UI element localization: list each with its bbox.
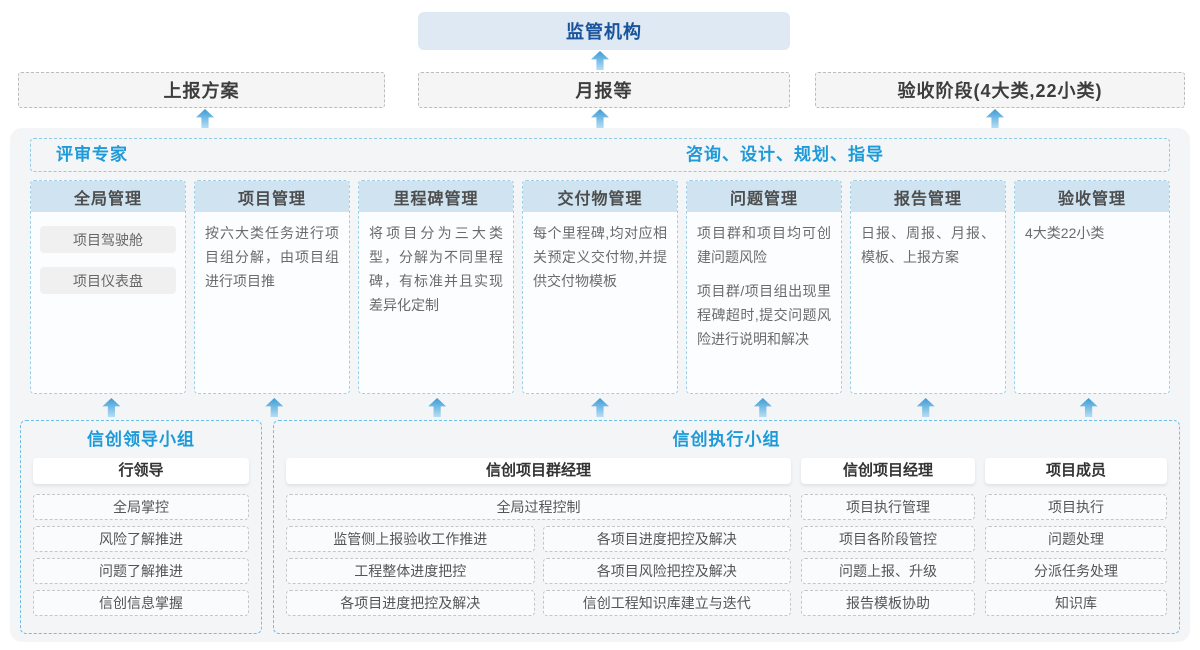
- column-description: 按六大类任务进行项目组分解，由项目组进行项目推: [205, 225, 339, 290]
- exec-group: 信创执行小组 信创项目群经理 全局过程控制 监管侧上报验收工作推进 工程整体进度…: [273, 420, 1180, 634]
- column-description: 4大类22小类: [1025, 225, 1105, 241]
- up-arrow-icon: [986, 109, 1004, 128]
- column-description: 日报、周报、月报、模板、上报方案: [861, 225, 995, 266]
- module-pill: 项目驾驶舱: [40, 226, 176, 253]
- column-description: 将项目分为三大类型，分解为不同里程碑，有标准并且实现差异化定制: [369, 225, 503, 314]
- up-arrow-icon: [1079, 398, 1098, 417]
- member-section: 项目成员 项目执行 问题处理 分派任务处理 知识库: [985, 458, 1167, 616]
- pm-item: 项目各阶段管控: [801, 526, 975, 552]
- pgm-item-columns: 监管侧上报验收工作推进 工程整体进度把控 各项目进度把控及解决 各项目进度把控及…: [286, 526, 791, 616]
- pgm-item: 工程整体进度把控: [286, 558, 535, 584]
- column-arrows: [30, 398, 1170, 417]
- pgm-left-column: 监管侧上报验收工作推进 工程整体进度把控 各项目进度把控及解决: [286, 526, 535, 616]
- leader-item: 风险了解推进: [33, 526, 249, 552]
- up-arrow-icon: [591, 109, 609, 128]
- pm-item: 项目执行管理: [801, 494, 975, 520]
- pgm-item: 信创工程知识库建立与迭代: [542, 590, 791, 616]
- pm-item: 报告模板协助: [801, 590, 975, 616]
- column-report-management: 报告管理 日报、周报、月报、模板、上报方案: [850, 180, 1006, 394]
- pgm-item: 各项目风险把控及解决: [542, 558, 791, 584]
- up-arrow-icon: [590, 398, 609, 417]
- column-title: 验收管理: [1015, 181, 1169, 212]
- column-global-management: 全局管理 项目驾驶舱 项目仪表盘: [30, 180, 186, 394]
- up-arrow-icon: [591, 51, 609, 70]
- column-title: 项目管理: [195, 181, 349, 212]
- leader-group: 信创领导小组 行领导 全局掌控 风险了解推进 问题了解推进 信创信息掌握: [20, 420, 262, 634]
- acceptance-stage-box: 验收阶段(4大类,22小类): [815, 72, 1185, 108]
- up-arrow-icon: [916, 398, 935, 417]
- up-arrow-icon: [265, 398, 284, 417]
- exec-sections: 信创项目群经理 全局过程控制 监管侧上报验收工作推进 工程整体进度把控 各项目进…: [286, 458, 1167, 616]
- column-title: 问题管理: [687, 181, 841, 212]
- pgm-full-item: 全局过程控制: [286, 494, 791, 520]
- column-deliverable-management: 交付物管理 每个里程碑,均对应相关预定义交付物,并提供交付物模板: [522, 180, 678, 394]
- program-manager-section: 信创项目群经理 全局过程控制 监管侧上报验收工作推进 工程整体进度把控 各项目进…: [286, 458, 791, 616]
- roles-bar: 评审专家 咨询、设计、规划、指导: [30, 138, 1170, 172]
- member-item: 知识库: [985, 590, 1167, 616]
- report-plan-box: 上报方案: [18, 72, 385, 108]
- leader-item: 信创信息掌握: [33, 590, 249, 616]
- member-item: 问题处理: [985, 526, 1167, 552]
- bottom-groups: 信创领导小组 行领导 全局掌控 风险了解推进 问题了解推进 信创信息掌握 信创执…: [20, 420, 1180, 634]
- pgm-item: 各项目进度把控及解决: [542, 526, 791, 552]
- issue-paragraph-1: 项目群和项目均可创建问题风险: [697, 225, 831, 266]
- column-acceptance-management: 验收管理 4大类22小类: [1014, 180, 1170, 394]
- module-columns: 全局管理 项目驾驶舱 项目仪表盘 项目管理 按六大类任务进行项目组分解，由项目组…: [30, 180, 1170, 394]
- issue-paragraph-2: 项目群/项目组出现里程碑超时,提交问题风险进行说明和解决: [697, 283, 831, 348]
- column-milestone-management: 里程碑管理 将项目分为三大类型，分解为不同里程碑，有标准并且实现差异化定制: [358, 180, 514, 394]
- project-manager-section: 信创项目经理 项目执行管理 项目各阶段管控 问题上报、升级 报告模板协助: [801, 458, 975, 616]
- platform-panel: 评审专家 咨询、设计、规划、指导 全局管理 项目驾驶舱 项目仪表盘 项目管理 按…: [10, 128, 1190, 642]
- member-item: 项目执行: [985, 494, 1167, 520]
- member-header: 项目成员: [985, 458, 1167, 484]
- review-experts-label: 评审专家: [56, 145, 128, 164]
- leader-role-header: 行领导: [33, 458, 249, 484]
- program-manager-header: 信创项目群经理: [286, 458, 791, 484]
- column-description: 每个里程碑,均对应相关预定义交付物,并提供交付物模板: [533, 225, 667, 290]
- column-title: 全局管理: [31, 181, 185, 212]
- pgm-right-column: 各项目进度把控及解决 各项目风险把控及解决 信创工程知识库建立与迭代: [542, 526, 791, 616]
- pm-item: 问题上报、升级: [801, 558, 975, 584]
- monthly-report-box: 月报等: [418, 72, 790, 108]
- leader-item: 问题了解推进: [33, 558, 249, 584]
- pgm-item: 各项目进度把控及解决: [286, 590, 535, 616]
- column-description: 项目群和项目均可创建问题风险 项目群/项目组出现里程碑超时,提交问题风险进行说明…: [687, 212, 841, 357]
- up-arrow-icon: [753, 398, 772, 417]
- up-arrow-icon: [428, 398, 447, 417]
- pgm-item: 监管侧上报验收工作推进: [286, 526, 535, 552]
- leader-group-title: 信创领导小组: [87, 430, 195, 449]
- column-title: 交付物管理: [523, 181, 677, 212]
- member-item: 分派任务处理: [985, 558, 1167, 584]
- leader-item: 全局掌控: [33, 494, 249, 520]
- column-project-management: 项目管理 按六大类任务进行项目组分解，由项目组进行项目推: [194, 180, 350, 394]
- up-arrow-icon: [196, 109, 214, 128]
- column-title: 里程碑管理: [359, 181, 513, 212]
- project-manager-header: 信创项目经理: [801, 458, 975, 484]
- column-title: 报告管理: [851, 181, 1005, 212]
- column-issue-management: 问题管理 项目群和项目均可创建问题风险 项目群/项目组出现里程碑超时,提交问题风…: [686, 180, 842, 394]
- exec-group-title: 信创执行小组: [672, 430, 781, 449]
- module-pill: 项目仪表盘: [40, 267, 176, 294]
- consulting-label: 咨询、设计、规划、指导: [686, 145, 884, 164]
- regulator-box: 监管机构: [418, 12, 790, 50]
- up-arrow-icon: [102, 398, 121, 417]
